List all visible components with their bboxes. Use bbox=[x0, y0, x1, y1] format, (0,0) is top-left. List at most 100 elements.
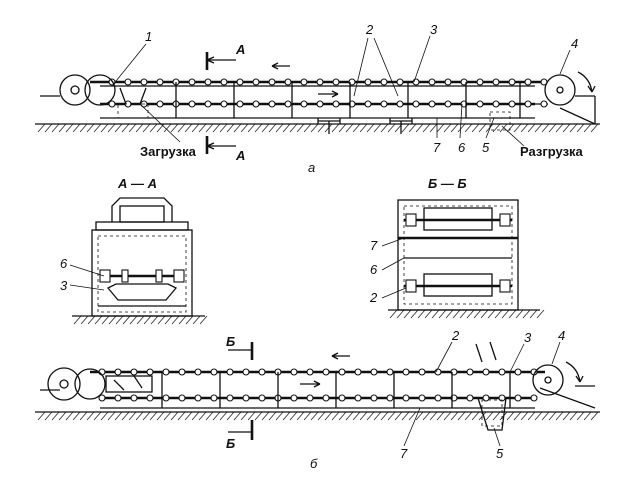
leader-unloading bbox=[501, 125, 525, 147]
ground-hatch-mark-a bbox=[492, 123, 501, 133]
ground-hatch-mark-aa bbox=[122, 315, 131, 325]
chain-a-upper-roller bbox=[476, 78, 484, 86]
ground-hatch-mark-a bbox=[338, 123, 347, 133]
ground-hatch-mark-bb bbox=[410, 309, 419, 319]
ground-hatch-mark-a bbox=[44, 123, 53, 133]
ground-hatch-mark-b bbox=[394, 411, 403, 421]
ground-hatch-mark-b bbox=[569, 411, 578, 421]
ground-hatch-mark-a bbox=[149, 123, 158, 133]
ground-hatch-mark-b bbox=[44, 411, 53, 421]
view-b-lower-chain bbox=[98, 394, 538, 402]
ground-hatch-mark-b bbox=[100, 411, 109, 421]
section-bb-outer-frame bbox=[397, 199, 519, 311]
ground-hatch-mark-a bbox=[114, 123, 123, 133]
section-aa-title: А — А bbox=[117, 176, 157, 191]
rotation-arrow-a bbox=[577, 71, 593, 93]
section-bb: Б — Б 7 6 2 bbox=[369, 176, 545, 319]
ground-hatch-mark-aa bbox=[73, 315, 82, 325]
chain-b-lower-roller bbox=[194, 394, 202, 402]
ground-hatch-mark-a bbox=[205, 123, 214, 133]
chain-b-lower-roller bbox=[482, 394, 490, 402]
ground-hatch-mark-aa bbox=[157, 315, 166, 325]
leader-2b bbox=[373, 37, 399, 97]
ground-hatch-mark-b bbox=[58, 411, 67, 421]
ground-hatch-mark-a bbox=[86, 123, 95, 133]
ground-hatch-mark-b bbox=[492, 411, 501, 421]
callout-5-a: 5 bbox=[482, 140, 490, 155]
chain-b-upper-roller bbox=[258, 368, 266, 376]
ground-hatch-mark-b bbox=[135, 411, 144, 421]
chain-b-upper-roller bbox=[194, 368, 202, 376]
ground-hatch-mark-b bbox=[415, 411, 424, 421]
ground-hatch-mark-b bbox=[345, 411, 354, 421]
ground-hatch-mark-aa bbox=[94, 315, 103, 325]
unloading-material-a bbox=[489, 111, 511, 131]
chain-a-upper-roller bbox=[316, 78, 324, 86]
ground-hatch-mark-aa bbox=[143, 315, 152, 325]
ground-hatch-mark-b bbox=[401, 411, 410, 421]
chain-a-upper-roller bbox=[332, 78, 340, 86]
rotation-arrowhead-b bbox=[575, 375, 584, 383]
callout-4-b: 4 bbox=[558, 328, 565, 343]
chain-b-upper-roller bbox=[290, 368, 298, 376]
view-b: Б Б 2 3 4 5 7 б bbox=[35, 328, 600, 471]
ground-hatch-mark-b bbox=[457, 411, 466, 421]
chain-a-upper-roller bbox=[268, 78, 276, 86]
ground-hatch-mark-a bbox=[128, 123, 137, 133]
section-bb-title: Б — Б bbox=[428, 176, 467, 191]
rotation-arrow-b bbox=[565, 361, 581, 383]
ground-hatch-mark-a bbox=[499, 123, 508, 133]
ground-hatch-mark-b bbox=[576, 411, 585, 421]
ground-hatch-mark-bb bbox=[466, 309, 475, 319]
ground-hatch-mark-bb bbox=[508, 309, 517, 319]
ground-hatch-mark-a bbox=[534, 123, 543, 133]
ground-hatch-mark-a bbox=[555, 123, 564, 133]
chain-a-upper-roller bbox=[492, 78, 500, 86]
chain-a-upper-roller bbox=[204, 78, 212, 86]
tail-sprocket-drum-b bbox=[47, 367, 81, 401]
chain-a-upper-roller bbox=[444, 78, 452, 86]
ground-hatch-mark-b bbox=[289, 411, 298, 421]
ground-hatch-mark-aa bbox=[192, 315, 201, 325]
section-bb-inner-frame bbox=[403, 205, 513, 305]
ground-hatch-mark-aa bbox=[185, 315, 194, 325]
leader-5-b bbox=[493, 427, 501, 447]
feed-chute-b bbox=[475, 341, 497, 363]
section-aa-ground-hatching bbox=[73, 315, 208, 325]
leader-2-bb bbox=[381, 287, 407, 299]
ground-hatch-mark-b bbox=[170, 411, 179, 421]
chain-a-lower-roller bbox=[316, 100, 324, 108]
chain-b-lower-roller bbox=[306, 394, 314, 402]
ground-hatch-mark-a bbox=[163, 123, 172, 133]
chain-b-lower-roller bbox=[514, 394, 522, 402]
callout-7-a: 7 bbox=[433, 140, 441, 155]
ground-hatch-mark-b bbox=[520, 411, 529, 421]
ground-hatch-mark-a bbox=[548, 123, 557, 133]
chain-a-upper-roller bbox=[220, 78, 228, 86]
view-a-right-slope bbox=[559, 107, 596, 125]
section-bb-lower-right-roller bbox=[499, 279, 511, 293]
ground-hatch-mark-a bbox=[583, 123, 592, 133]
chain-b-lower-roller bbox=[370, 394, 378, 402]
chain-a-lower-roller bbox=[284, 100, 292, 108]
section-bb-upper-left-roller bbox=[405, 213, 417, 227]
view-a-caption: а bbox=[308, 160, 315, 175]
ground-hatch-mark-b bbox=[450, 411, 459, 421]
chain-b-upper-roller bbox=[466, 368, 474, 376]
ground-hatch-mark-a bbox=[345, 123, 354, 133]
section-bb-upper-scraper bbox=[423, 207, 493, 231]
ground-hatch-mark-a bbox=[72, 123, 81, 133]
unloading-label: Разгрузка bbox=[520, 144, 584, 159]
chain-b-lower-roller bbox=[466, 394, 474, 402]
ground-hatch-mark-a bbox=[331, 123, 340, 133]
callout-5-b: 5 bbox=[496, 446, 504, 461]
ground-hatch-mark-b bbox=[79, 411, 88, 421]
ground-hatch-mark-b bbox=[163, 411, 172, 421]
ground-hatch-mark-a bbox=[359, 123, 368, 133]
ground-hatch-mark-bb bbox=[396, 309, 405, 319]
ground-hatch-mark-b bbox=[380, 411, 389, 421]
ground-hatch-mark-b bbox=[310, 411, 319, 421]
callout-2-bb: 2 bbox=[369, 290, 378, 305]
callout-2-a: 2 bbox=[365, 22, 374, 37]
ground-hatch-mark-bb bbox=[536, 309, 545, 319]
